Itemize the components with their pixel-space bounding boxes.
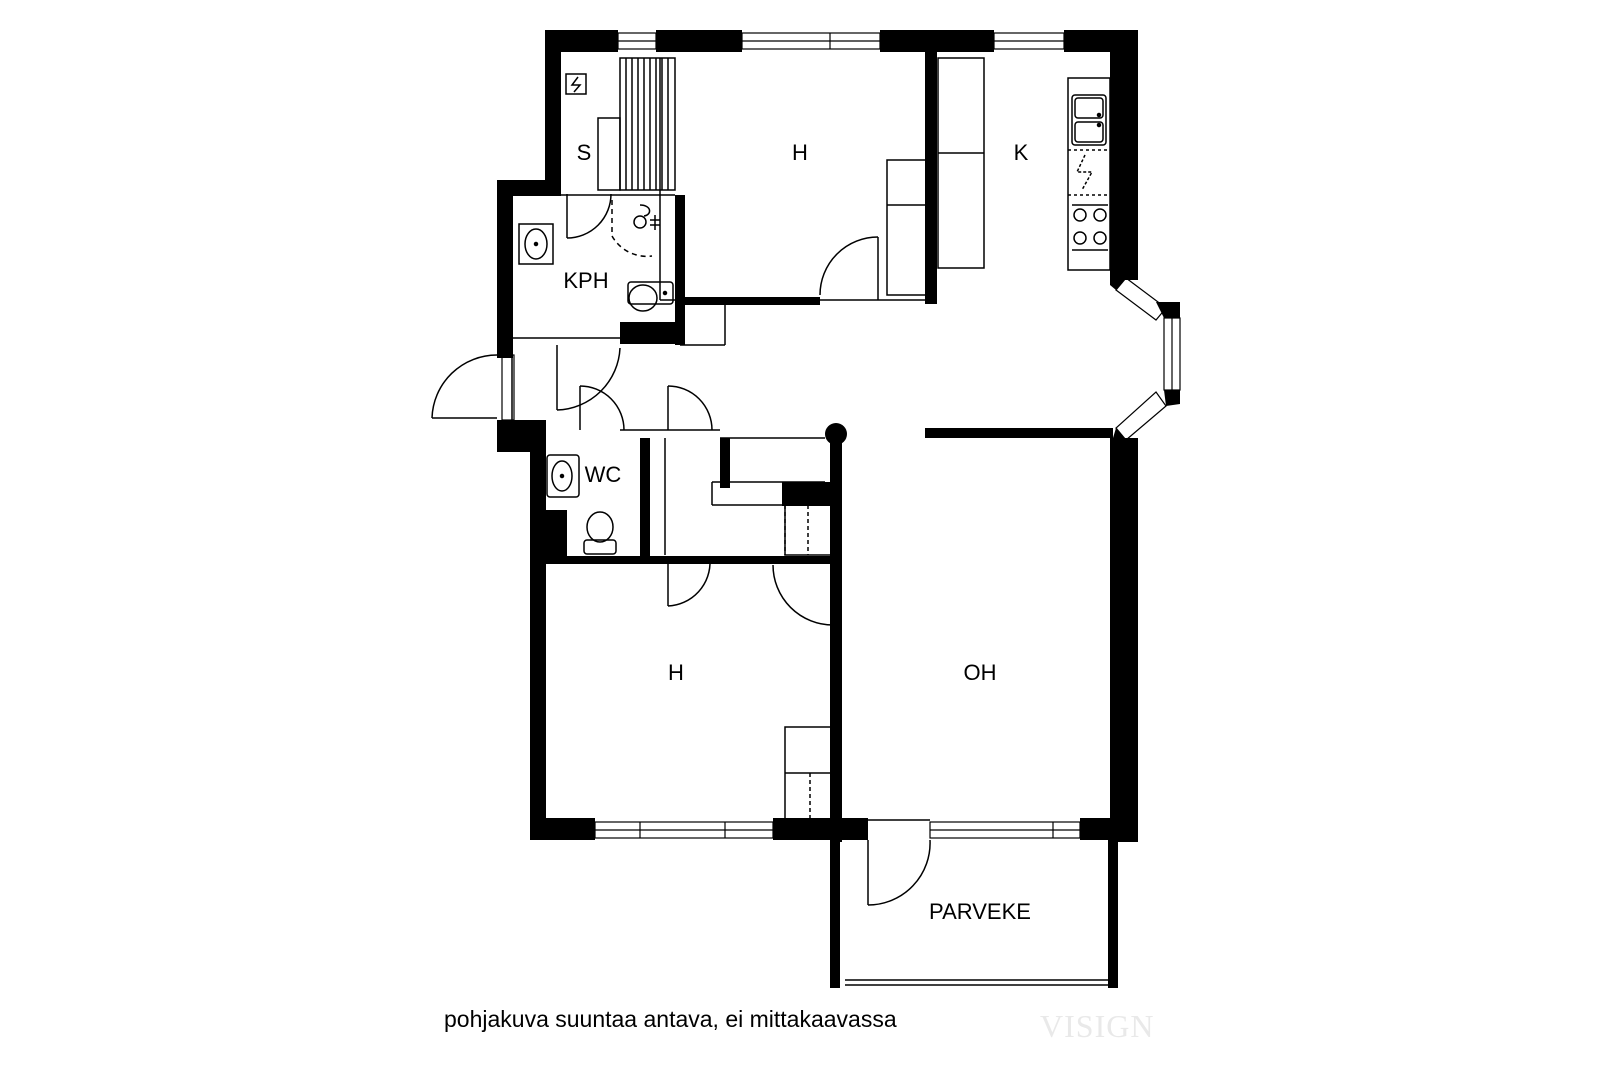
wc-sink-icon	[546, 454, 580, 498]
brand-watermark: VISIGN	[1040, 1008, 1155, 1044]
sink-icon	[1071, 94, 1107, 146]
room-label-living-room: OH	[964, 660, 997, 685]
stove-icon	[1072, 204, 1108, 251]
sauna-bench	[565, 57, 676, 191]
room-label-kitchen: K	[1014, 140, 1029, 165]
kitchen-counter	[1067, 77, 1111, 271]
plan-caption: pohjakuva suuntaa antava, ei mittakaavas…	[444, 1006, 897, 1032]
room-label-bathroom: KPH	[563, 268, 608, 293]
toilet-icon	[627, 281, 674, 312]
room-label-bedroom-top: H	[792, 140, 808, 165]
thin-lines	[511, 58, 1108, 986]
room-label-balcony: PARVEKE	[929, 899, 1031, 924]
wardrobes	[784, 57, 985, 821]
sink-icon	[518, 223, 554, 265]
room-label-wc: WC	[585, 462, 622, 487]
toilet-icon	[583, 511, 617, 555]
walls	[497, 30, 1180, 988]
lightning-mark	[1075, 154, 1094, 191]
door-swing-icon	[431, 193, 931, 906]
shower-icon	[611, 200, 660, 258]
room-label-bedroom-bottom: H	[668, 660, 684, 685]
bathroom-fixtures	[518, 200, 674, 555]
heater-icon	[565, 73, 587, 95]
room-label-sauna: S	[577, 140, 592, 165]
